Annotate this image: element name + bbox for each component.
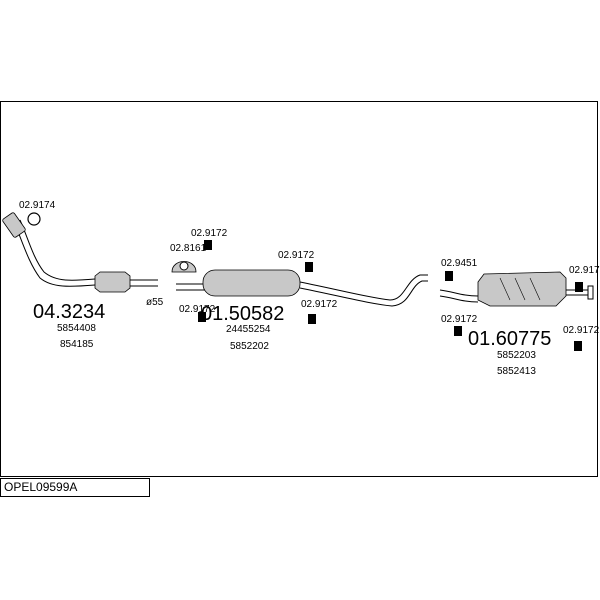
fitting-label-3: 02.9172 <box>191 228 228 239</box>
front-ref-1: 5854408 <box>57 323 96 334</box>
middle-ref-1: 24455254 <box>226 324 271 335</box>
rear-ref-1: 5852203 <box>497 350 536 361</box>
rear-ref-2: 5852413 <box>497 366 536 377</box>
tailpipe-end <box>587 285 594 300</box>
fitting-label-8: 02.9172 <box>441 314 478 325</box>
middle-ref-2: 5852202 <box>230 341 269 352</box>
diameter-label: ø55 <box>146 297 164 308</box>
rear-pipe <box>439 271 594 307</box>
rubber-mount-icons <box>198 240 583 351</box>
middle-code: 01.50582 <box>201 303 284 325</box>
hanger-icon <box>171 261 197 273</box>
front-flange <box>2 212 26 238</box>
diagram-frame <box>0 101 598 477</box>
fitting-label-2: 02.8161 <box>170 243 207 254</box>
fitting-label-1: 02.9174 <box>19 200 56 211</box>
fitting-label-9: 02.9172 <box>569 265 600 276</box>
front-code: 04.3234 <box>33 301 105 323</box>
fitting-label-5: 02.9172 <box>179 304 216 315</box>
fitting-label-7: 02.9451 <box>441 258 478 269</box>
fitting-label-6: 02.9172 <box>301 299 338 310</box>
rear-silencer <box>477 271 567 307</box>
middle-pipe <box>176 269 428 307</box>
diagram-title: OPEL09599A <box>0 478 150 497</box>
fitting-ring-icon <box>27 212 41 226</box>
front-ref-2: 854185 <box>60 339 94 350</box>
fitting-label-10: 02.9172 <box>563 325 600 336</box>
front-pipe <box>2 212 158 293</box>
fitting-label-4: 02.9172 <box>278 250 315 261</box>
middle-silencer <box>202 269 301 297</box>
rear-code: 01.60775 <box>468 328 551 350</box>
catalytic-converter <box>94 271 131 293</box>
